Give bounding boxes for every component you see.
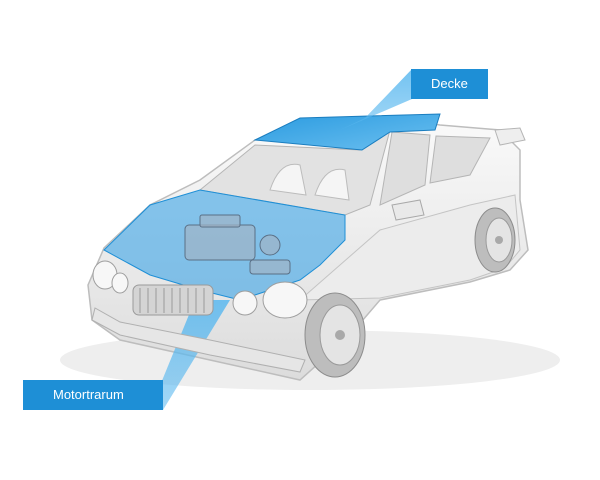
rear-wheel [474,207,516,273]
headlight-right [262,281,308,319]
side-window-front [379,131,431,206]
front-grille [132,284,214,316]
seat-right [314,168,350,201]
engine-block [184,214,291,275]
engine-compartment-label: Motortrarum [23,380,163,410]
grille-bars [139,288,205,313]
roof-callout-ray [340,69,412,130]
side-window-rear [429,135,491,184]
car-side-panel [298,194,521,301]
seat-left [269,163,307,196]
roof-label: Decke [411,69,488,99]
rear-spoiler [494,127,526,146]
side-mirror [391,199,425,221]
front-bumper [91,307,306,373]
roof-highlight [253,113,441,151]
front-wheel [304,292,366,378]
engine-callout-ray [150,300,230,410]
headlight-left-inner [111,272,129,294]
headlight-right-inner [232,290,258,316]
